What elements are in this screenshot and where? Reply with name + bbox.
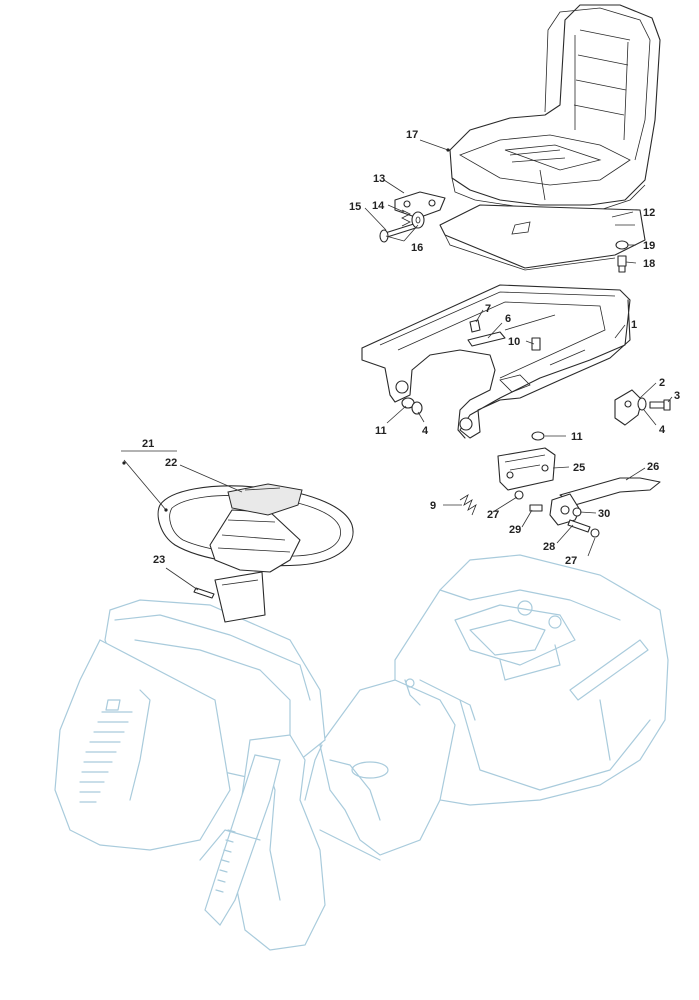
callout-27-a: 27 (487, 509, 499, 521)
bolt-18 (617, 255, 627, 273)
callout-21: 21 (142, 438, 154, 450)
callout-16: 16 (411, 242, 423, 254)
callout-9: 9 (430, 500, 436, 512)
callout-23: 23 (153, 554, 165, 566)
callout-10: 10 (508, 336, 520, 348)
nut-11-center (531, 431, 545, 441)
callout-28: 28 (543, 541, 555, 553)
callout-4-left: 4 (422, 425, 429, 437)
washer-4-left (411, 401, 423, 415)
steering-wheel (157, 483, 354, 623)
callout-4-right: 4 (659, 424, 666, 436)
callout-11-center: 11 (571, 431, 583, 443)
callout-1: 1 (631, 319, 637, 331)
bracket-6 (467, 331, 506, 347)
callout-15: 15 (349, 201, 361, 213)
seat (449, 4, 661, 211)
bolt-29 (529, 504, 543, 512)
callout-14: 14 (372, 200, 385, 212)
nut-30 (572, 507, 582, 517)
washer-4-right (637, 397, 647, 411)
callout-17: 17 (406, 129, 418, 141)
callout-3: 3 (674, 390, 680, 402)
callout-11-left: 11 (375, 425, 387, 437)
callout-22: 22 (165, 457, 177, 469)
washer-16 (411, 211, 425, 229)
callout-29: 29 (509, 524, 521, 536)
leader-lines (121, 139, 673, 591)
spring-9 (459, 494, 477, 516)
bolt-3 (649, 399, 671, 411)
seat-frame (361, 284, 631, 439)
callout-7: 7 (485, 303, 491, 315)
lever-2 (614, 389, 643, 426)
callout-27-b: 27 (565, 555, 577, 567)
seat-plate (439, 204, 646, 271)
callout-2: 2 (659, 377, 665, 389)
tractor-body-ghost (54, 554, 669, 951)
washer-19 (615, 240, 629, 250)
callout-18: 18 (643, 258, 655, 270)
pedal-lever-26 (549, 477, 661, 526)
pin-28 (567, 519, 591, 533)
switch-bracket-25 (497, 447, 556, 491)
spring-small (401, 209, 411, 227)
callout-25: 25 (573, 462, 585, 474)
bolt-7 (469, 319, 481, 333)
pin-23 (193, 587, 215, 599)
seat-bracket (394, 191, 446, 219)
callout-labels: 17 13 12 14 15 16 19 18 7 6 1 10 2 3 4 1… (142, 129, 680, 567)
callout-12: 12 (643, 207, 655, 219)
callout-26: 26 (647, 461, 659, 473)
bolt-10 (531, 337, 541, 351)
callout-6: 6 (505, 313, 511, 325)
washer-27b (590, 528, 600, 538)
callout-19: 19 (643, 240, 655, 252)
callout-30: 30 (598, 508, 610, 520)
callout-13: 13 (373, 173, 385, 185)
